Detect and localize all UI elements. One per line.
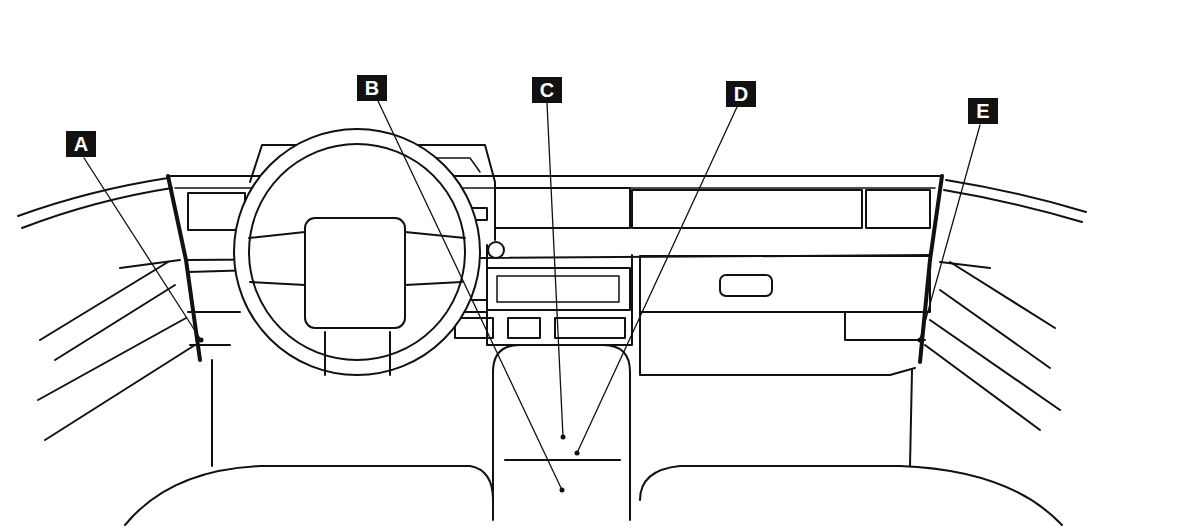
callout-letter: B	[357, 75, 387, 101]
callout-letter: D	[726, 81, 756, 107]
callout-letter: C	[532, 77, 562, 103]
callout-letter: E	[968, 98, 998, 124]
callout-letter: A	[66, 131, 96, 157]
